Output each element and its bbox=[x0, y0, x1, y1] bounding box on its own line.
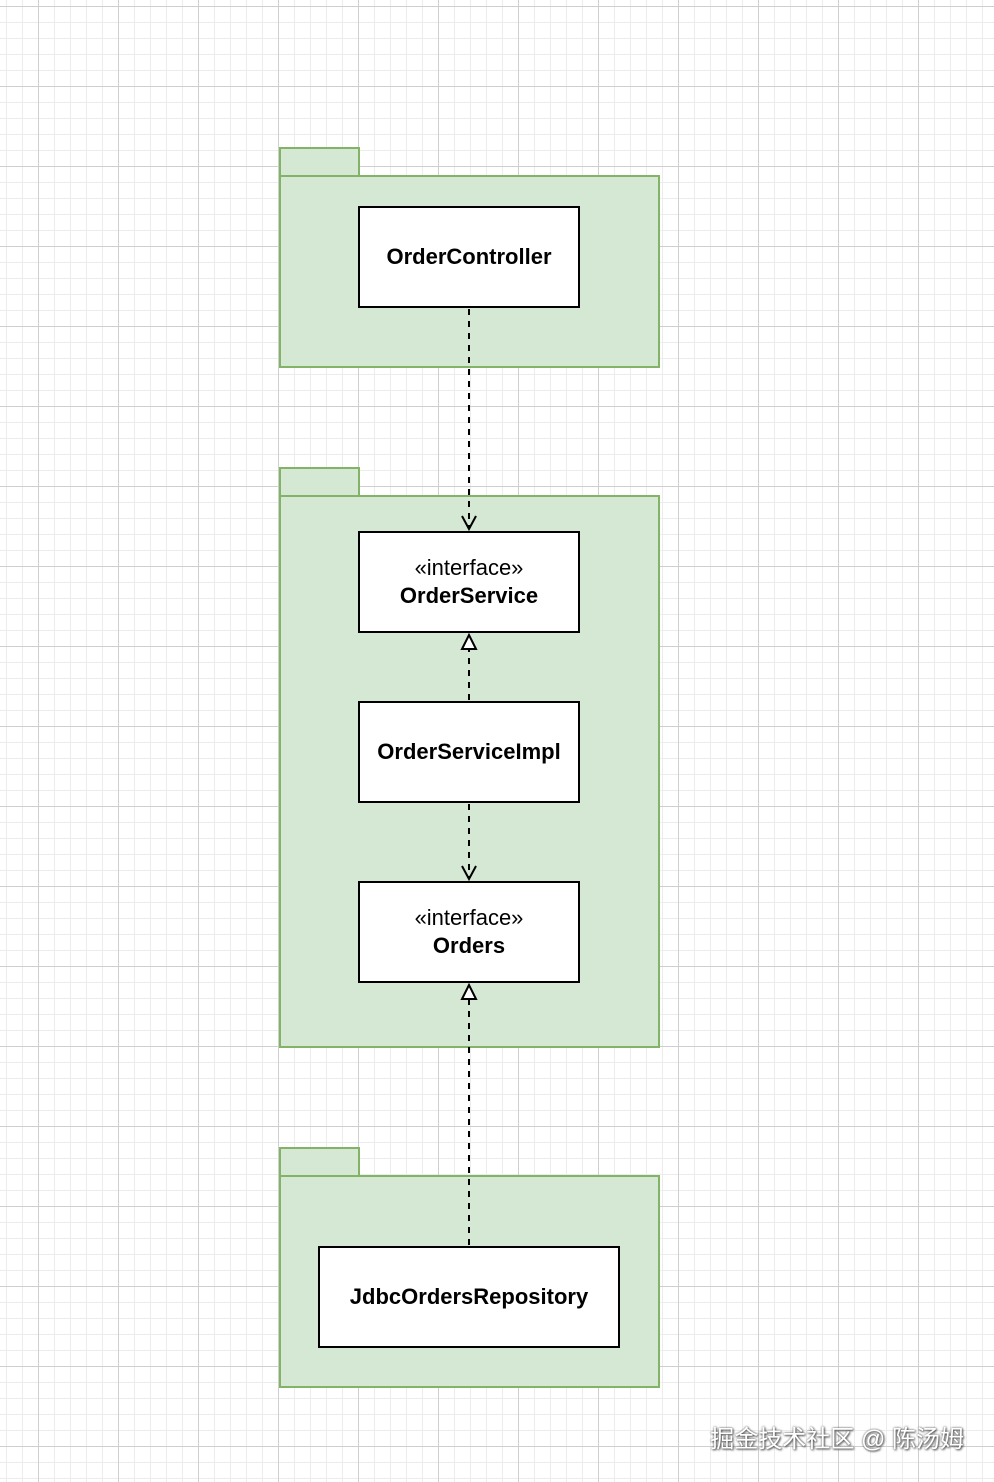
class-name: Orders bbox=[432, 933, 506, 958]
dependency-arrow[interactable] bbox=[461, 804, 477, 882]
realization-arrow[interactable] bbox=[460, 632, 478, 700]
class-name: OrderServiceImpl bbox=[377, 739, 561, 764]
order-service-impl-class[interactable]: OrderServiceImpl bbox=[358, 701, 580, 803]
repository-package-tab bbox=[279, 1147, 360, 1177]
jdbc-orders-repository-class[interactable]: JdbcOrdersRepository bbox=[318, 1246, 620, 1348]
class-name: OrderController bbox=[386, 244, 552, 269]
stereotype-label: «interface» bbox=[414, 555, 524, 580]
realization-arrow[interactable] bbox=[460, 982, 478, 1245]
dependency-arrow[interactable] bbox=[461, 309, 477, 532]
stereotype-label: «interface» bbox=[414, 905, 524, 930]
orders-interface[interactable]: «interface» Orders bbox=[358, 881, 580, 983]
order-controller-class[interactable]: OrderController bbox=[358, 206, 580, 308]
class-name: JdbcOrdersRepository bbox=[349, 1284, 589, 1309]
order-service-interface[interactable]: «interface» OrderService bbox=[358, 531, 580, 633]
class-name: OrderService bbox=[399, 583, 539, 608]
service-package-tab bbox=[279, 467, 360, 497]
watermark: 掘金技术社区 @ 陈汤姆 bbox=[710, 1426, 964, 1453]
controller-package-tab bbox=[279, 147, 360, 177]
